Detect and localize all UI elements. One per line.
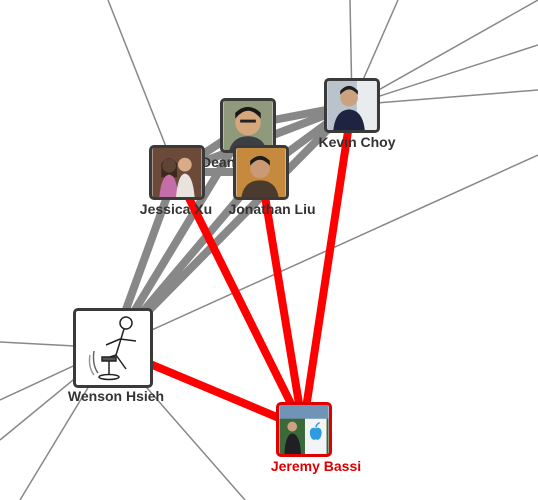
node-wenson-hsieh[interactable] xyxy=(73,308,153,388)
person-photo-icon xyxy=(327,81,377,130)
label-jonathan-liu[interactable]: Jonathan Liu xyxy=(228,201,316,217)
person-photo-icon xyxy=(152,148,202,197)
label-jeremy-bassi[interactable]: Jeremy Bassi xyxy=(270,458,362,474)
label-wenson-hsieh[interactable]: Wenson Hsieh xyxy=(67,388,165,404)
stick-figure-sketch-icon xyxy=(88,316,137,381)
node-jonathan-liu[interactable] xyxy=(233,145,289,200)
apple-logo-photo-icon xyxy=(279,405,329,454)
person-photo-icon xyxy=(236,148,286,197)
person-photo-icon xyxy=(223,101,273,150)
node-jeremy-bassi[interactable] xyxy=(276,402,332,457)
node-jessica-xu[interactable] xyxy=(149,145,205,200)
label-jessica-xu[interactable]: Jessica Xu xyxy=(139,201,213,217)
node-kevin-choy[interactable] xyxy=(324,78,380,133)
label-kevin-choy[interactable]: Kevin Choy xyxy=(318,134,396,150)
selected-edges xyxy=(110,104,356,432)
node-dean-tan[interactable] xyxy=(220,98,276,153)
